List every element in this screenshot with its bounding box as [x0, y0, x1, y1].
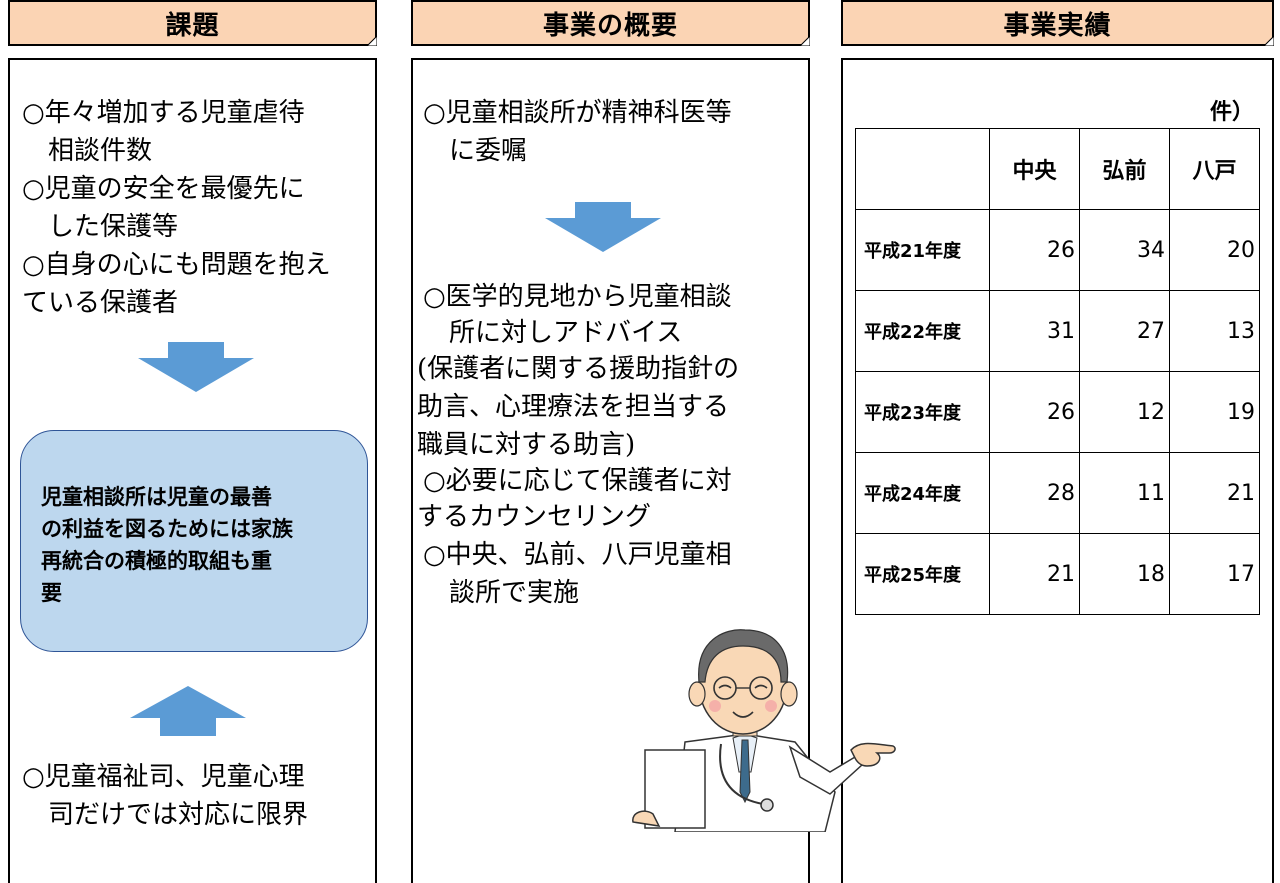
overview-line: ○中央、弘前、八戸児童相: [423, 540, 732, 570]
cell-value: 26: [989, 371, 1080, 453]
issue-line: ○自身の心にも問題を抱え: [22, 250, 331, 280]
corner-fold-icon: [800, 36, 810, 46]
row-year: 平成25年度: [855, 533, 990, 615]
cell-value: 26: [989, 209, 1080, 291]
cell-value: 13: [1169, 290, 1260, 372]
table-corner-cell: [855, 128, 990, 210]
overview-line: 助言、心理療法を担当する: [417, 392, 730, 422]
issue-line: ○児童の安全を最優先に: [22, 174, 305, 204]
conclusion-line: 児童相談所は児童の最善: [41, 485, 272, 509]
column-header: 中央: [989, 128, 1080, 210]
table-header-row: 中央 弘前 八戸: [855, 128, 1260, 210]
cell-value: 21: [1169, 452, 1260, 534]
overview-line: ○必要に応じて保護者に対: [423, 466, 732, 496]
table-row: 平成25年度 21 18 17: [855, 533, 1260, 615]
panel-issues: 課題 ○年々増加する児童虐待 相談件数 ○児童の安全を最優先に した保護等 ○自…: [8, 0, 377, 883]
results-table: 中央 弘前 八戸 平成21年度 26 34 20 平成22年度 31 27 13…: [855, 128, 1260, 615]
corner-fold-icon: [1264, 36, 1274, 46]
overview-line: 談所で実施: [423, 578, 580, 608]
table-row: 平成24年度 28 11 21: [855, 452, 1260, 534]
panel-overview-body: ○児童相談所が精神科医等 に委嘱 ○医学的見地から児童相談 所に対しアドバイス …: [411, 58, 810, 883]
cell-value: 21: [989, 533, 1080, 615]
issue-line: ている保護者: [22, 288, 179, 318]
panel-overview: 事業の概要 ○児童相談所が精神科医等 に委嘱 ○医学的見地から児童相談 所に対し…: [411, 0, 810, 883]
issue-bottom-line: ○児童福祉司、児童心理: [22, 762, 305, 792]
issue-line: 相談件数: [22, 136, 153, 166]
panel-results-title: 事業実績: [1003, 10, 1112, 41]
row-year: 平成22年度: [855, 290, 990, 372]
overview-line: するカウンセリング: [417, 502, 652, 532]
issue-line: した保護等: [22, 212, 179, 242]
row-year: 平成24年度: [855, 452, 990, 534]
cell-value: 34: [1079, 209, 1170, 291]
overview-line: 職員に対する助言): [417, 430, 636, 460]
cell-value: 18: [1079, 533, 1170, 615]
overview-line: ○医学的見地から児童相談: [423, 282, 732, 312]
unit-label: 件）: [1210, 100, 1255, 125]
panel-issues-header: 課題: [8, 0, 377, 46]
column-header: 弘前: [1079, 128, 1170, 210]
doctor-illustration: [632, 629, 896, 832]
conclusion-line: 再統合の積極的取組も重: [41, 549, 272, 573]
issue-bottom-line: 司だけでは対応に限界: [22, 800, 309, 830]
overview-line: に委嘱: [423, 136, 528, 166]
row-year: 平成23年度: [855, 371, 990, 453]
panel-results-body: [841, 58, 1274, 883]
table-row: 平成23年度 26 12 19: [855, 371, 1260, 453]
table-row: 平成22年度 31 27 13: [855, 290, 1260, 372]
panel-overview-title: 事業の概要: [542, 10, 678, 41]
arrow-down-icon: [138, 342, 254, 392]
panel-results-header: 事業実績: [841, 0, 1274, 46]
cell-value: 19: [1169, 371, 1260, 453]
overview-line: 所に対しアドバイス: [423, 318, 683, 348]
cell-value: 20: [1169, 209, 1260, 291]
panel-issues-body: ○年々増加する児童虐待 相談件数 ○児童の安全を最優先に した保護等 ○自身の心…: [8, 58, 377, 883]
panel-overview-header: 事業の概要: [411, 0, 810, 46]
cell-value: 11: [1079, 452, 1170, 534]
table-row: 平成21年度 26 34 20: [855, 209, 1260, 291]
conclusion-line: の利益を図るためには家族: [41, 517, 293, 541]
cell-value: 28: [989, 452, 1080, 534]
cell-value: 17: [1169, 533, 1260, 615]
overview-line: (保護者に関する援助指針の: [417, 354, 740, 384]
cell-value: 12: [1079, 371, 1170, 453]
arrow-up-icon: [130, 686, 246, 736]
corner-fold-icon: [367, 36, 377, 46]
arrow-down-icon: [545, 202, 661, 252]
column-header: 八戸: [1169, 128, 1260, 210]
conclusion-line: 要: [41, 581, 62, 605]
overview-line: ○児童相談所が精神科医等: [423, 98, 732, 128]
cell-value: 31: [989, 290, 1080, 372]
row-year: 平成21年度: [855, 209, 990, 291]
issue-line: ○年々増加する児童虐待: [22, 98, 305, 128]
panel-results: 事業実績: [841, 0, 1274, 883]
cell-value: 27: [1079, 290, 1170, 372]
panel-issues-title: 課題: [165, 10, 220, 41]
conclusion-box: 児童相談所は児童の最善 の利益を図るためには家族 再統合の積極的取組も重 要: [20, 430, 368, 652]
